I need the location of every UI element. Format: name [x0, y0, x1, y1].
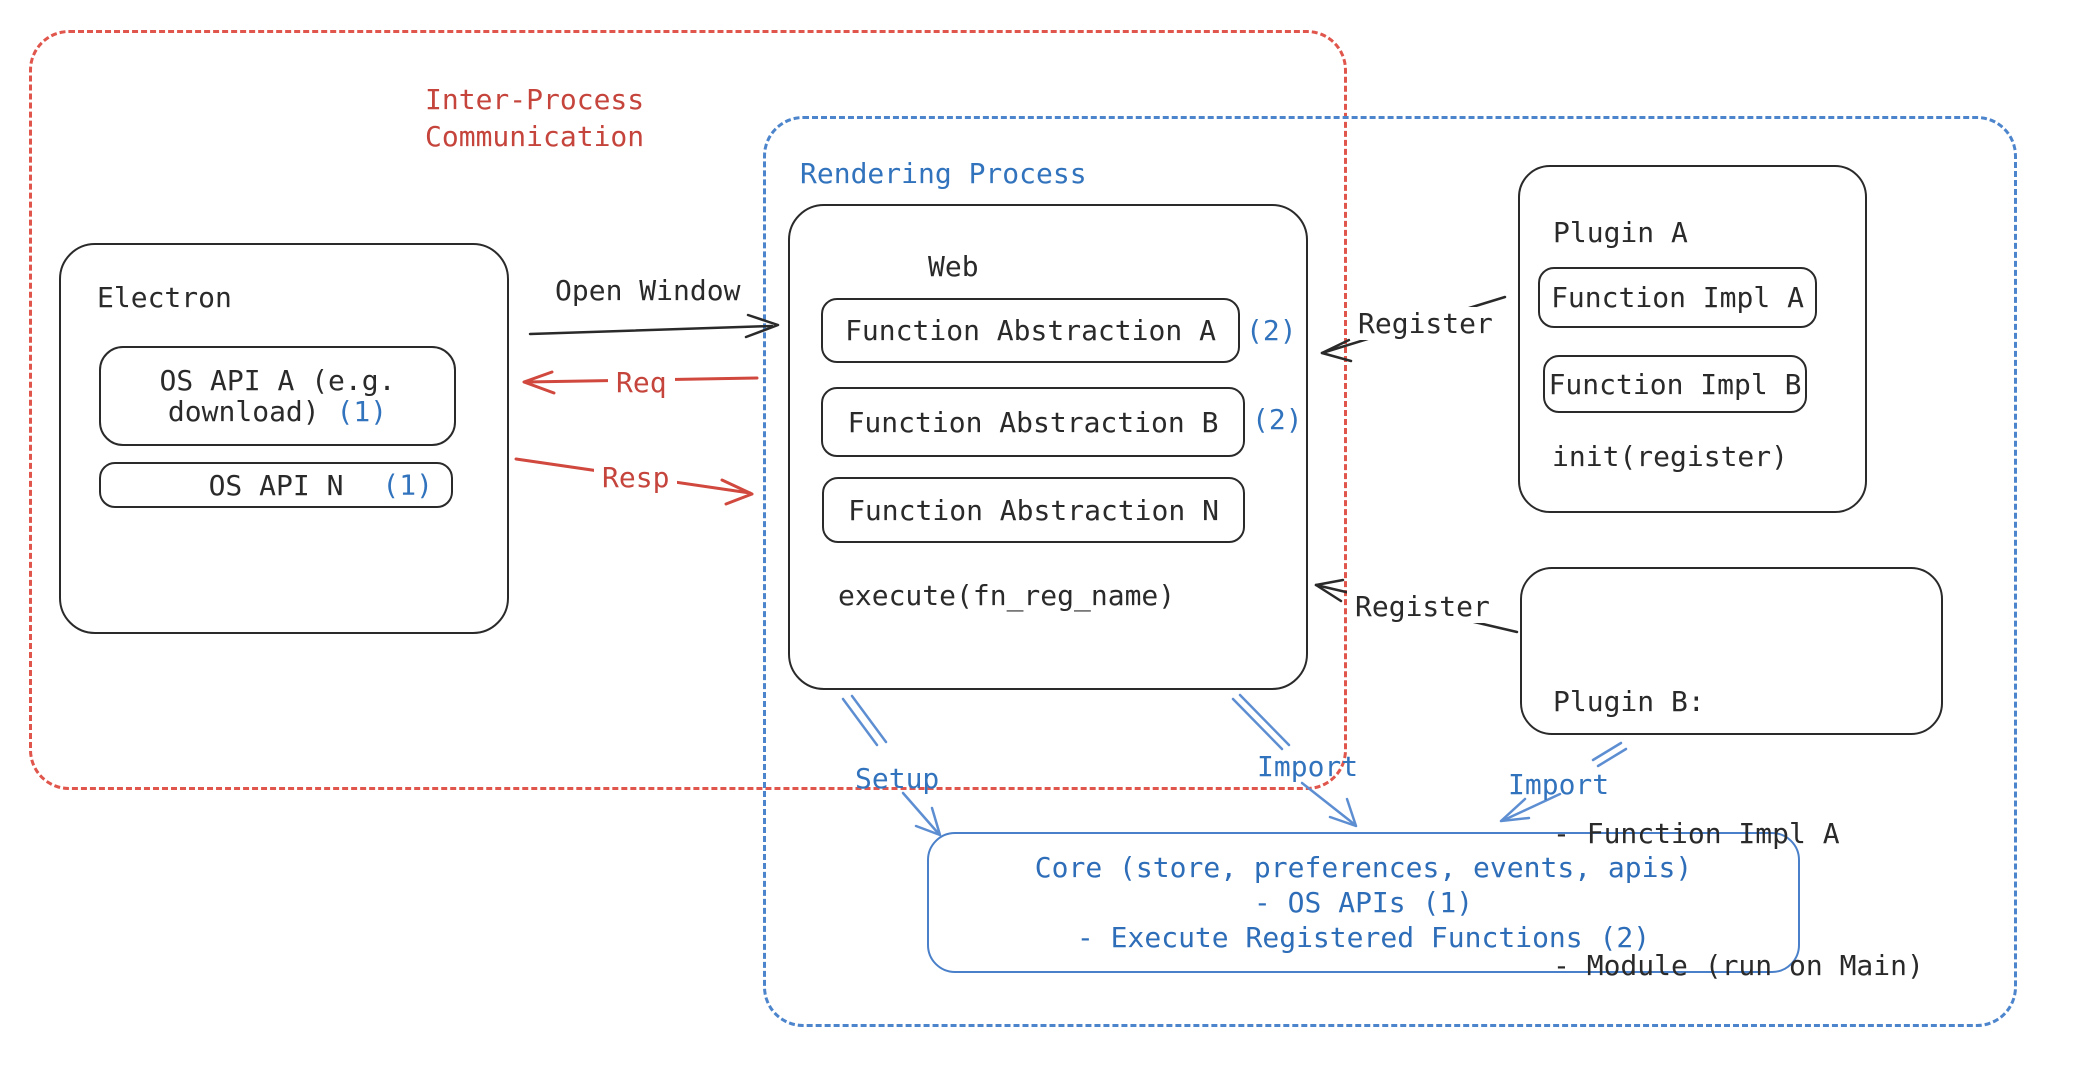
register-plugin-b-label: Register — [1347, 590, 1498, 623]
execute-label: execute(fn_reg_name) — [838, 579, 1176, 612]
import-plugin-b-label: Import — [1508, 768, 1610, 801]
os-api-n-ref: (1) — [382, 468, 433, 502]
fn-abstraction-b-ref: (2) — [1252, 403, 1303, 436]
setup-label: Setup — [855, 762, 940, 795]
electron-title: Electron — [97, 281, 232, 314]
ipc-label-line1: Inter-Process — [425, 83, 645, 116]
fn-abstraction-a-box: Function Abstraction A — [821, 298, 1240, 363]
plugin-b-item-1: - Function Impl A — [1553, 817, 1840, 850]
os-api-a-line2-text: download) — [167, 395, 320, 428]
resp-label: Resp — [594, 461, 678, 494]
os-api-a-ref: (1) — [336, 395, 388, 428]
open-window-label: Open Window — [555, 274, 741, 307]
os-api-a-line1: OS API A (e.g. — [159, 364, 396, 397]
fn-abstraction-a-ref: (2) — [1246, 314, 1297, 347]
plugin-b-title: Plugin B: — [1553, 685, 1705, 718]
os-api-n-label: OS API N — [208, 468, 344, 502]
rendering-region-label: Rendering Process — [800, 157, 1087, 190]
ipc-label-line2: Communication — [425, 120, 645, 153]
web-title: Web — [928, 250, 979, 283]
fn-abstraction-n-box: Function Abstraction N — [822, 477, 1245, 543]
core-line-1: Core (store, preferences, events, apis) — [1034, 851, 1693, 884]
fn-impl-b-box: Function Impl B — [1543, 355, 1807, 413]
core-line-3: - Execute Registered Functions (2) — [1076, 921, 1651, 954]
req-label: Req — [608, 366, 675, 399]
import-web-arrow — [1231, 693, 1358, 828]
os-api-a-line2: download) (1) — [168, 396, 387, 427]
os-api-a-box: OS API A (e.g. download) (1) — [99, 346, 456, 446]
fn-impl-a-box: Function Impl A — [1538, 267, 1817, 328]
core-box: Core (store, preferences, events, apis) … — [927, 832, 1800, 973]
open-window-arrow — [528, 313, 780, 339]
import-plugin-b-arrow — [1499, 741, 1628, 823]
plugin-a-title: Plugin A — [1553, 216, 1688, 249]
rendering-region-outline — [763, 116, 2017, 1027]
plugin-a-box — [1518, 165, 1867, 513]
setup-arrow — [841, 694, 942, 837]
plugin-a-init-label: init(register) — [1552, 440, 1789, 473]
import-web-label: Import — [1257, 750, 1359, 783]
register-plugin-a-label: Register — [1350, 307, 1501, 340]
plugin-b-content: Plugin B: - Function Impl A - Module (ru… — [1553, 592, 1924, 1066]
plugin-b-box — [1520, 567, 1943, 735]
core-line-2: - OS APIs (1) — [1253, 886, 1474, 919]
ipc-region-outline — [29, 30, 1347, 790]
os-api-n-box: OS API N (1) — [99, 462, 453, 508]
fn-abstraction-b-box: Function Abstraction B — [821, 387, 1245, 457]
plugin-b-item-2: - Module (run on Main) — [1553, 949, 1924, 982]
